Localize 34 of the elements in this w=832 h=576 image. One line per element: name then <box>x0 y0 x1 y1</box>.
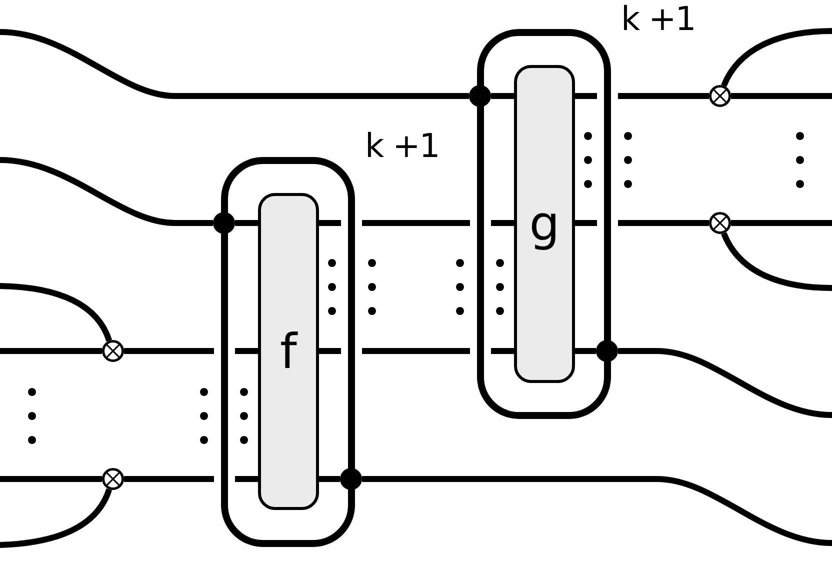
junction-dot <box>596 340 618 362</box>
frame-label: k +1 <box>621 2 696 35</box>
wire <box>124 476 258 482</box>
crossed-circle <box>709 212 731 234</box>
wire <box>721 232 832 291</box>
wire <box>0 157 213 226</box>
wire <box>319 220 514 226</box>
wire <box>235 220 258 226</box>
wire <box>0 488 112 548</box>
crossed-circle <box>102 340 124 362</box>
wire <box>731 93 832 99</box>
junction-dot <box>340 468 362 490</box>
wire <box>0 29 469 99</box>
crossed-circle <box>102 468 124 490</box>
wire <box>721 28 832 87</box>
wire <box>575 348 596 354</box>
wire <box>575 93 709 99</box>
junction-dot <box>469 85 491 107</box>
wire <box>618 348 832 418</box>
wire <box>319 348 514 354</box>
wire <box>575 220 709 226</box>
wire <box>362 476 832 546</box>
wire <box>124 348 258 354</box>
wire <box>491 93 514 99</box>
junction-dot <box>213 212 235 234</box>
wire <box>0 348 102 354</box>
morphism-box: g <box>514 65 575 383</box>
crossed-circle <box>709 85 731 107</box>
morphism-box: f <box>258 193 319 510</box>
frame-label: k +1 <box>365 129 440 162</box>
wire <box>0 283 112 342</box>
wire <box>731 220 832 226</box>
wire <box>319 476 340 482</box>
wire <box>0 476 102 482</box>
